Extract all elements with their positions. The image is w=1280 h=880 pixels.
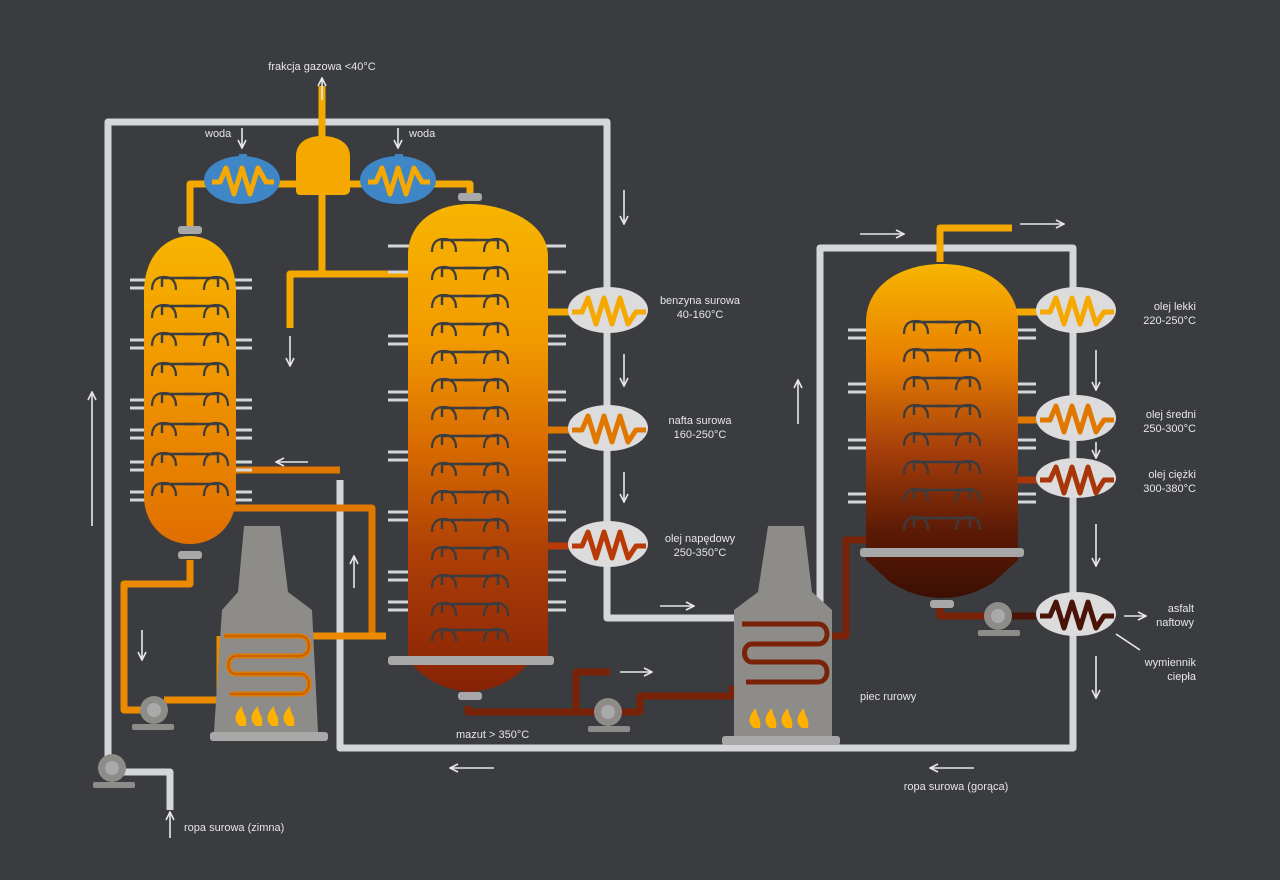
heat-exchanger-icon — [1036, 592, 1116, 636]
label-light-oil: olej lekki — [1154, 301, 1196, 313]
heat-exchanger-icon — [568, 405, 648, 451]
small-distillation-column — [130, 226, 252, 559]
pump-icon — [588, 698, 630, 732]
label-crude-oil-cold: ropa surowa (zimna) — [184, 822, 284, 834]
tube-furnace-left — [210, 526, 328, 741]
label-heavy-oil-range: 300-380°C — [1143, 483, 1196, 495]
arrow-icon — [92, 78, 1146, 838]
heat-exchanger-icon — [568, 521, 648, 567]
label-asphalt: asfalt — [1168, 603, 1194, 615]
label-tube-furnace: piec rurowy — [860, 691, 917, 703]
pump-icon — [132, 696, 174, 730]
pump-icon — [93, 754, 135, 788]
water-cooler-right — [360, 154, 436, 204]
heat-exchanger-icon — [1036, 458, 1116, 498]
label-diesel-range: 250-350°C — [674, 547, 727, 559]
water-cooler-left — [204, 154, 280, 204]
heat-exchanger-icon — [1036, 287, 1116, 333]
label-crude-naphtha: nafta surowa — [669, 415, 733, 427]
label-gas-fraction: frakcja gazowa <40°C — [268, 61, 375, 73]
label-medium-oil-range: 250-300°C — [1143, 423, 1196, 435]
cold-crude-pipe — [104, 118, 1077, 810]
process-pipes — [120, 86, 1044, 716]
label-medium-oil: olej średni — [1146, 409, 1196, 421]
heat-exchanger-icon — [568, 287, 648, 333]
labels: frakcja gazowa <40°C woda woda benzyna s… — [184, 61, 1197, 834]
label-water-right: woda — [408, 128, 436, 140]
label-heavy-oil: olej ciężki — [1148, 469, 1196, 481]
tube-furnace-right — [722, 526, 840, 745]
main-distillation-column — [388, 193, 566, 700]
label-crude-gasoline-range: 40-160°C — [677, 309, 724, 321]
pump-icon — [978, 602, 1020, 636]
label-heat-exchanger-2: ciepła — [1167, 671, 1197, 683]
flame-icon — [235, 706, 295, 726]
label-crude-oil-hot: ropa surowa (gorąca) — [904, 781, 1009, 793]
label-heat-exchanger: wymiennik — [1144, 657, 1197, 669]
flame-icon — [749, 708, 809, 728]
label-crude-gasoline: benzyna surowa — [660, 295, 741, 307]
heat-exchanger-icon — [1036, 395, 1116, 441]
gas-separator-drum — [296, 136, 350, 195]
label-fuel-oil: mazut > 350°C — [456, 729, 529, 741]
label-water-left: woda — [204, 128, 232, 140]
label-crude-naphtha-range: 160-250°C — [674, 429, 727, 441]
vacuum-distillation-column — [848, 264, 1036, 608]
label-diesel: olej napędowy — [665, 533, 736, 545]
label-asphalt-2: naftowy — [1156, 617, 1194, 629]
label-light-oil-range: 220-250°C — [1143, 315, 1196, 327]
